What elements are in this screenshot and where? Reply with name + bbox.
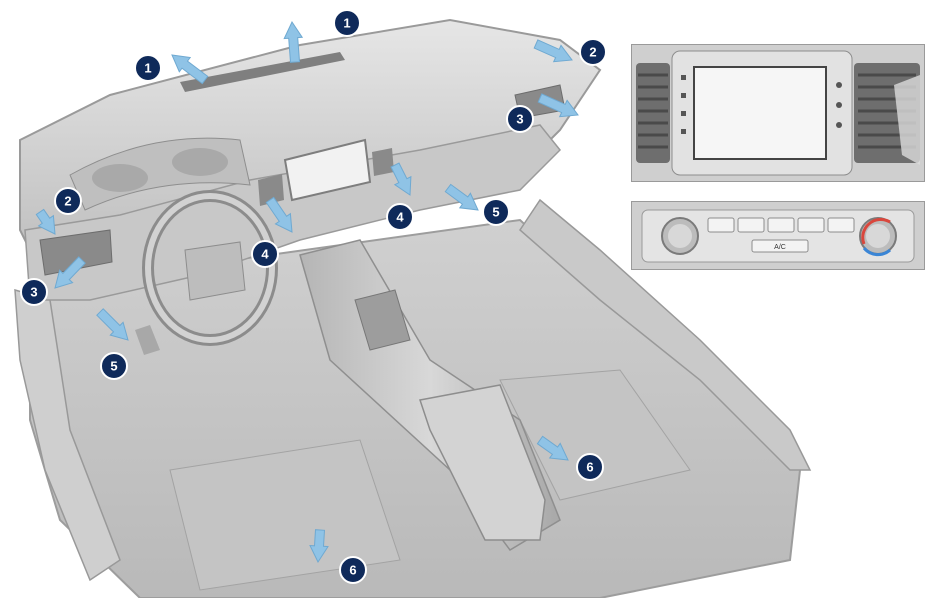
center-vent-right [372, 148, 394, 176]
airflow-arrow [536, 435, 569, 461]
airflow-arrow [96, 308, 129, 341]
gear-selector [354, 289, 411, 351]
airflow-marker-label: 2 [64, 194, 71, 209]
rear-floor-left [169, 439, 401, 591]
screen-display [693, 66, 827, 160]
airflow-arrow [537, 93, 579, 118]
airflow-marker-label: 3 [30, 285, 37, 300]
center-vent-left [258, 174, 284, 206]
airflow-marker-4: 4 [386, 203, 414, 231]
screen-side-buttons-right [836, 82, 842, 128]
airflow-marker-3: 3 [506, 105, 534, 133]
airflow-marker-label: 3 [516, 112, 523, 127]
airflow-marker-label: 5 [492, 205, 499, 220]
airflow-arrow [283, 20, 304, 63]
airflow-marker-4: 4 [251, 240, 279, 268]
right-sill [519, 198, 812, 471]
airflow-marker-2: 2 [54, 187, 82, 215]
gauge-left [92, 164, 148, 192]
airflow-arrow [54, 256, 86, 289]
left-temperature-knob [661, 217, 699, 255]
airflow-arrow [35, 208, 56, 235]
airflow-marker-1: 1 [333, 9, 361, 37]
airflow-marker-label: 4 [396, 210, 404, 225]
screen-side-buttons-left [681, 75, 686, 134]
armrest [419, 384, 546, 541]
airflow-arrow [265, 196, 293, 233]
touchscreen-inset [631, 44, 925, 182]
airflow-arrow [533, 39, 573, 63]
airflow-marker-label: 1 [144, 61, 151, 76]
airflow-marker-5: 5 [482, 198, 510, 226]
airflow-marker-label: 4 [261, 247, 269, 262]
gauge-right [172, 148, 228, 176]
right-vent-grille [854, 63, 920, 165]
airflow-marker-label: 5 [110, 359, 117, 374]
rear-floor-right [499, 369, 691, 501]
touchscreen-inset-drawing [632, 45, 924, 181]
airflow-marker-2: 2 [579, 38, 607, 66]
left-sill [14, 288, 121, 582]
ac-button-label: A/C [774, 244, 786, 251]
airflow-marker-5: 5 [100, 352, 128, 380]
airflow-marker-label: 6 [349, 563, 356, 578]
dashboard-lower [24, 124, 562, 301]
airflow-marker-label: 6 [586, 460, 593, 475]
pedal [135, 325, 160, 355]
climate-panel-inset: A/C [631, 201, 925, 270]
climate-function-buttons [707, 217, 855, 253]
airflow-arrows [35, 20, 579, 564]
airflow-arrow [171, 54, 209, 85]
airflow-marker-label: 2 [589, 45, 596, 60]
left-vent-grille [636, 63, 670, 163]
right-temperature-knob [859, 217, 897, 257]
windshield-vent [180, 52, 345, 92]
dashboard-touchscreen [283, 138, 372, 202]
airflow-marker-label: 1 [343, 16, 350, 31]
steering-wheel [142, 190, 278, 346]
left-side-vent [39, 229, 113, 276]
airflow-arrow [444, 183, 479, 211]
airflow-marker-3: 3 [20, 278, 48, 306]
airflow-arrow [309, 529, 329, 564]
climate-panel-drawing: A/C [632, 202, 924, 269]
airflow-marker-6: 6 [339, 556, 367, 584]
airflow-marker-6: 6 [576, 453, 604, 481]
airflow-arrow [390, 162, 412, 196]
airflow-marker-1: 1 [134, 54, 162, 82]
airflow-markers: 1 1 2 2 3 3 4 4 5 5 6 6 [20, 9, 607, 584]
